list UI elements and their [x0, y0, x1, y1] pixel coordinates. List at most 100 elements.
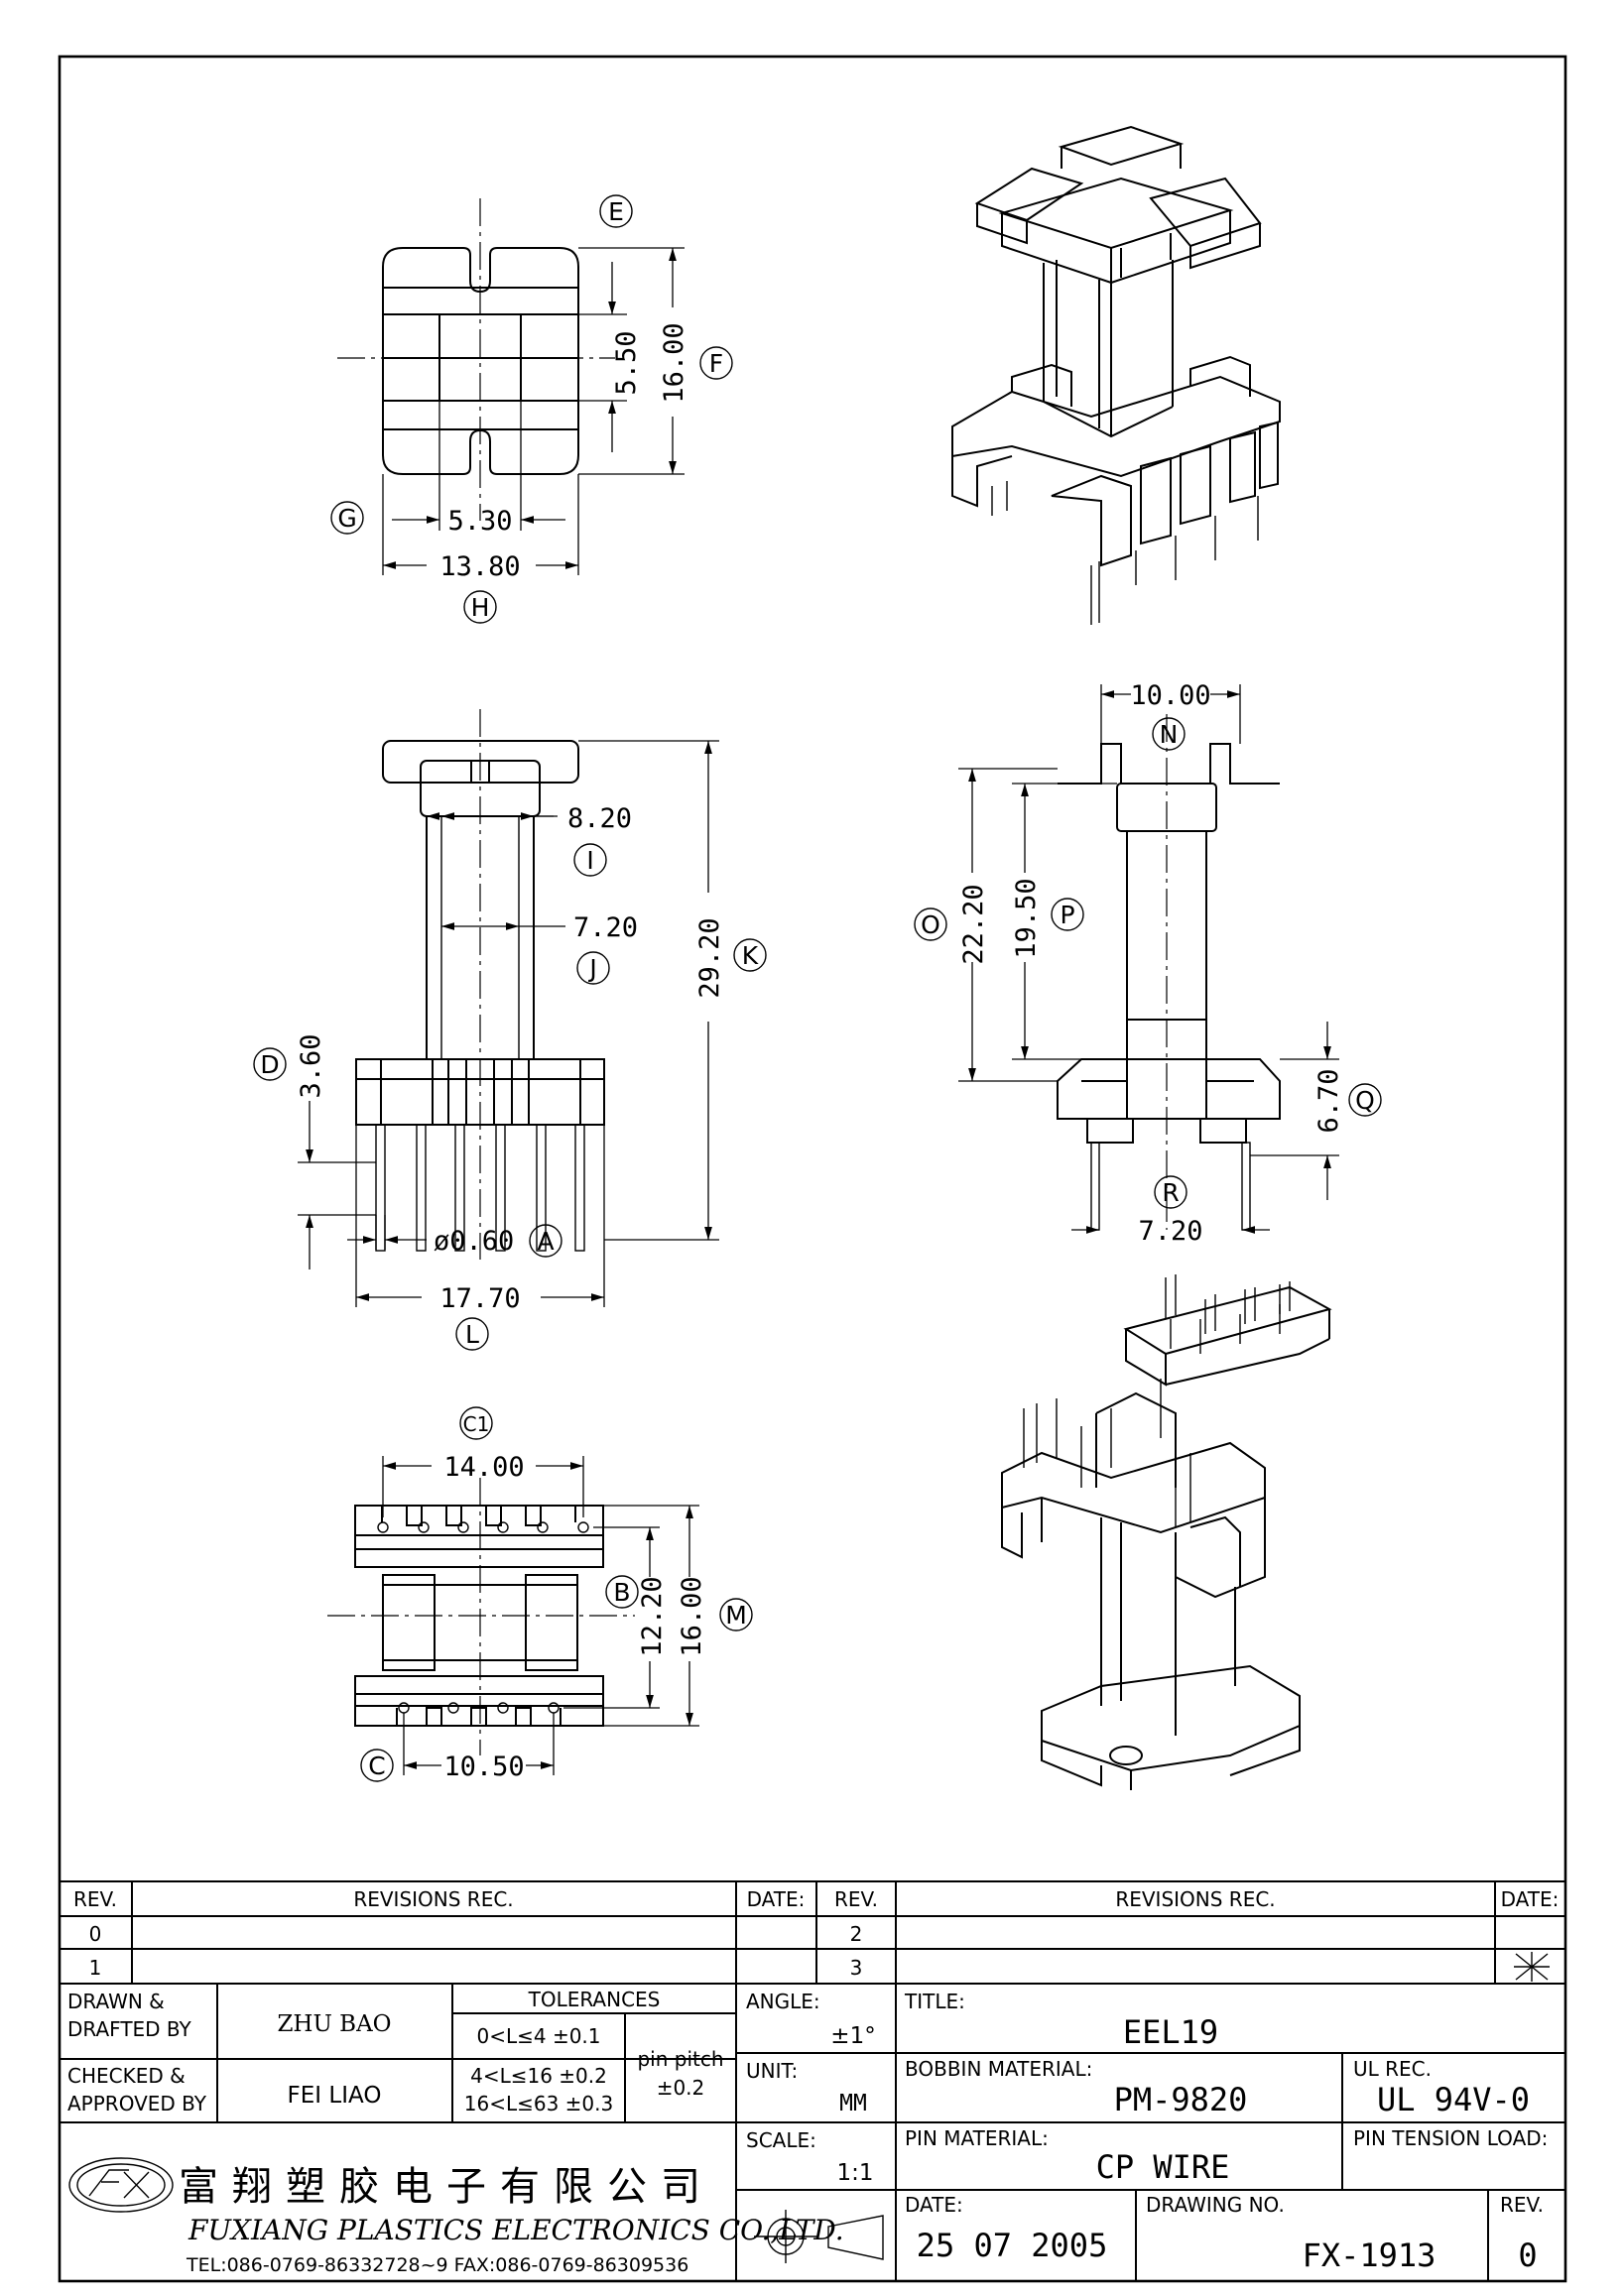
- label-q: Q: [1348, 1083, 1382, 1117]
- dim-k-value: 29.20: [694, 917, 725, 998]
- bobbin-material-value: PM-9820: [1114, 2081, 1248, 2118]
- svg-text:F: F: [709, 349, 723, 378]
- drawing-no-value: FX-1913: [1303, 2236, 1437, 2274]
- svg-text:K: K: [742, 941, 759, 970]
- svg-text:N: N: [1160, 720, 1179, 749]
- drawing-no-label: DRAWING NO.: [1146, 2193, 1285, 2217]
- rev-row-2: 2: [850, 1922, 863, 1946]
- rev-row-3: 3: [850, 1956, 863, 1980]
- label-k: K: [733, 938, 767, 972]
- svg-text:P: P: [1060, 901, 1074, 929]
- rev-row-0: 0: [89, 1922, 102, 1946]
- label-g: G: [330, 501, 364, 535]
- rev-header-right: REV.: [834, 1887, 878, 1911]
- svg-text:O: O: [921, 910, 940, 939]
- label-j: J: [576, 951, 610, 985]
- label-d: D: [253, 1047, 287, 1081]
- svg-text:L: L: [465, 1320, 479, 1349]
- dim-f-value: 16.00: [659, 322, 689, 403]
- revisions-table: REV. REVISIONS REC. DATE: REV. REVISIONS…: [60, 1880, 1565, 1985]
- dim-c1-value: 14.00: [443, 1452, 524, 1483]
- scale-value: 1:1: [836, 2160, 873, 2186]
- top-view: [337, 198, 685, 575]
- label-h: H: [463, 590, 497, 624]
- label-f: F: [699, 346, 733, 380]
- rev-label: REV.: [1500, 2193, 1544, 2217]
- svg-text:C: C: [368, 1752, 385, 1780]
- dim-c-value: 10.50: [443, 1752, 524, 1782]
- label-b: B: [605, 1575, 639, 1609]
- svg-text:H: H: [471, 593, 490, 622]
- svg-text:M: M: [725, 1601, 747, 1630]
- dim-d-value: 3.60: [296, 1033, 326, 1098]
- unit-value: MM: [839, 2091, 867, 2116]
- pin-pitch-label: pin pitch: [637, 2047, 723, 2071]
- date-header-left: DATE:: [747, 1887, 806, 1911]
- dim-g-value: 5.30: [447, 506, 512, 537]
- rev-value: 0: [1518, 2236, 1537, 2274]
- title-label: TITLE:: [904, 1990, 965, 2013]
- label-l: L: [455, 1317, 489, 1351]
- dim-q-value: 6.70: [1313, 1068, 1344, 1133]
- projection-symbol-icon: [754, 2210, 884, 2263]
- label-r: R: [1154, 1175, 1187, 1209]
- svg-text:B: B: [613, 1578, 630, 1607]
- bottom-view: [327, 1456, 699, 1775]
- company-logo-icon: [68, 2157, 174, 2213]
- label-m: M: [719, 1598, 753, 1631]
- dim-l-value: 17.70: [439, 1283, 520, 1314]
- dim-e-value: 5.50: [611, 330, 642, 395]
- dim-n-value: 10.00: [1130, 680, 1210, 711]
- tolerance-range-2: 4<L≤16 ±0.2: [470, 2064, 607, 2088]
- svg-text:Q: Q: [1355, 1086, 1375, 1115]
- company-name-english: FUXIANG PLASTICS ELECTRONICS CO.,LTD.: [187, 2214, 844, 2246]
- tolerance-range-3: 16<L≤63 ±0.3: [464, 2092, 613, 2115]
- title-value: EEL19: [1123, 2013, 1218, 2051]
- ul-rec-value: UL 94V-0: [1377, 2081, 1530, 2118]
- label-n: N: [1152, 717, 1186, 751]
- angle-label: ANGLE:: [746, 1990, 820, 2013]
- svg-text:C1: C1: [463, 1412, 490, 1436]
- dim-j-value: 7.20: [573, 912, 638, 943]
- drawn-by-value: ZHU BAO: [277, 2011, 391, 2037]
- dim-m-value: 16.00: [677, 1576, 707, 1656]
- company-name-chinese: 富翔塑胶电子有限公司: [179, 2164, 714, 2210]
- drawn-label-line2: DRAFTED BY: [67, 2017, 192, 2041]
- bobbin-material-label: BOBBIN MATERIAL:: [905, 2057, 1092, 2081]
- label-c1: C1: [459, 1406, 493, 1440]
- svg-text:D: D: [260, 1050, 279, 1079]
- scale-label: SCALE:: [746, 2128, 816, 2152]
- checked-label-line1: CHECKED &: [67, 2064, 186, 2088]
- side-view: [958, 684, 1339, 1234]
- label-c: C: [360, 1749, 394, 1782]
- date-label: DATE:: [905, 2193, 963, 2217]
- checked-label-line2: APPROVED BY: [67, 2092, 207, 2115]
- pin-pitch-value: ±0.2: [657, 2076, 705, 2100]
- dimension-labels: E 5.50 16.00 F G 5.30 13.80 H 8.20 I 7.2…: [253, 194, 1382, 1782]
- tolerance-range-1: 0<L≤4 ±0.1: [476, 2024, 600, 2048]
- svg-text:E: E: [608, 197, 624, 226]
- front-view: [298, 709, 719, 1307]
- svg-text:A: A: [537, 1227, 554, 1256]
- asterisk-mark: [1514, 1952, 1550, 1982]
- tolerances-label: TOLERANCES: [528, 1988, 661, 2011]
- revisions-header-left: REVISIONS REC.: [353, 1887, 513, 1911]
- isometric-view-lower: [1001, 1274, 1332, 1790]
- svg-text:R: R: [1162, 1178, 1179, 1207]
- label-i: I: [573, 843, 607, 877]
- rev-header-left: REV.: [73, 1887, 117, 1911]
- svg-text:G: G: [337, 504, 356, 533]
- label-p: P: [1051, 898, 1084, 931]
- unit-label: UNIT:: [746, 2059, 798, 2083]
- isometric-view-upper: [951, 125, 1281, 625]
- svg-text:I: I: [586, 846, 593, 875]
- dim-i-value: 8.20: [567, 803, 632, 834]
- dim-o-value: 22.20: [958, 884, 989, 964]
- angle-value: ±1°: [830, 2023, 875, 2049]
- drawing-frame: [58, 55, 1567, 2283]
- label-o: O: [914, 907, 947, 941]
- revisions-header-right: REVISIONS REC.: [1115, 1887, 1275, 1911]
- title-block: DRAWN & DRAFTED BY ZHU BAO CHECKED & APP…: [60, 1984, 1565, 2281]
- pin-material-label: PIN MATERIAL:: [905, 2126, 1049, 2150]
